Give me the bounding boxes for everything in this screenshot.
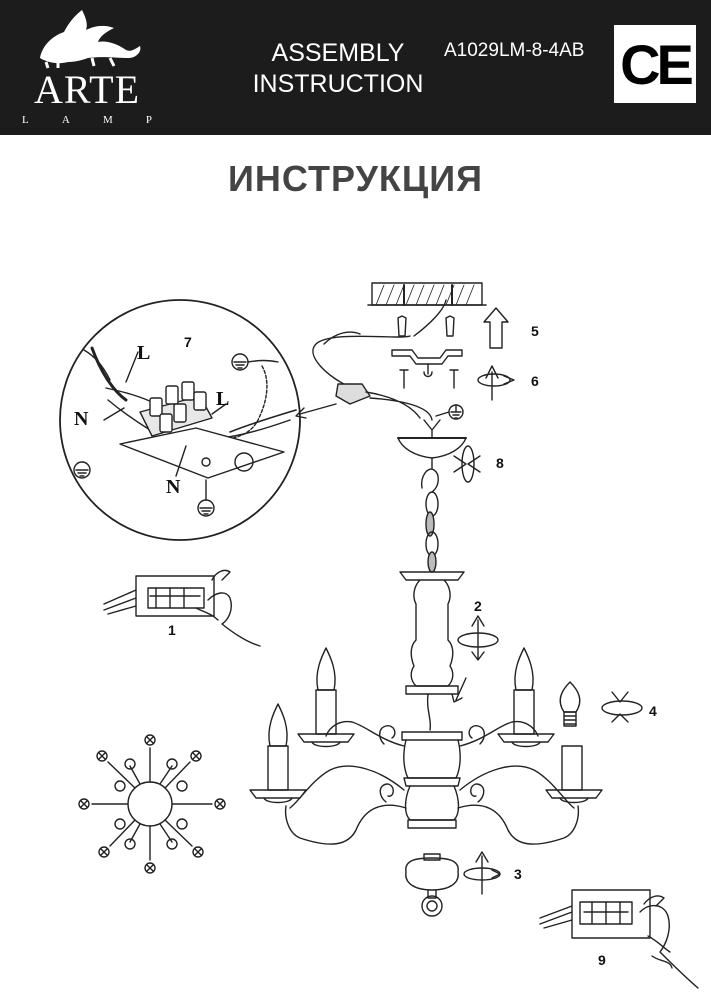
mounting-bracket	[391, 349, 463, 389]
terminal-connector-step1	[103, 569, 261, 647]
detail-pointer-arrow	[295, 403, 337, 419]
step-4-label: 4	[649, 703, 657, 719]
header-title-line2: INSTRUCTION	[252, 70, 424, 98]
step-3-label: 3	[514, 866, 522, 882]
lamp-body	[284, 693, 580, 845]
brand-sub-letter: M	[102, 114, 113, 126]
wire-label-neutral-bottom: N	[166, 476, 181, 498]
wire-label-neutral-left: N	[74, 408, 89, 430]
upper-candle-left	[297, 647, 355, 748]
header-title: ASSEMBLY INSTRUCTION	[248, 38, 428, 100]
brand-sub-letter: P	[145, 114, 152, 126]
rotate-arrow-icon	[477, 365, 515, 401]
ce-mark-text: CE	[620, 32, 694, 96]
brand-subtitle: L A M P	[22, 114, 152, 126]
ground-icon	[435, 404, 464, 420]
wire-label-live-right: L	[216, 388, 230, 410]
central-column	[399, 571, 465, 695]
step-9-label: 9	[598, 952, 606, 968]
up-arrow-icon	[483, 307, 509, 349]
wire-label-live-top: L	[137, 342, 151, 364]
hand-icon	[639, 895, 699, 989]
step-5-label: 5	[531, 323, 539, 339]
step-8-label: 8	[496, 455, 504, 471]
wiring-detail-circle	[59, 299, 301, 541]
bottom-finial	[405, 853, 459, 917]
top-view-diagram	[78, 734, 226, 874]
header-bar: ARTE L A M P ASSEMBLY INSTRUCTION A1029L…	[0, 0, 711, 135]
chain	[425, 491, 439, 573]
lower-candle-left	[249, 703, 307, 804]
header-title-line1: ASSEMBLY	[271, 39, 405, 67]
ce-mark-icon: CE	[614, 25, 696, 103]
page-title: ИНСТРУКЦИЯ	[228, 158, 483, 199]
step-2-label: 2	[474, 598, 482, 614]
supply-cable	[312, 335, 411, 387]
terminal-block	[335, 383, 371, 405]
rotate-arrow-icon	[453, 445, 481, 483]
brand-sub-letter: A	[61, 114, 70, 126]
lower-candle-right	[545, 745, 603, 804]
brand-sub-letter: L	[22, 114, 29, 126]
terminal-connector-step9	[539, 889, 699, 989]
lion-logo-icon	[40, 10, 141, 69]
rotate-arrow-icon	[451, 615, 499, 703]
step-7-label: 7	[184, 334, 192, 350]
model-number: A1029LM-8-4AB	[444, 40, 585, 61]
canopy	[397, 419, 467, 493]
rotate-arrow-icon	[601, 691, 643, 723]
brand-name: ARTE	[33, 67, 141, 112]
step-6-label: 6	[531, 373, 539, 389]
ceiling	[367, 282, 487, 306]
wall-anchors	[397, 315, 455, 337]
hand-icon	[195, 569, 261, 647]
candle-bulb	[559, 681, 581, 727]
step-1-label: 1	[168, 622, 176, 638]
rotate-arrow-icon	[463, 851, 501, 895]
upper-candle-right	[497, 647, 555, 748]
